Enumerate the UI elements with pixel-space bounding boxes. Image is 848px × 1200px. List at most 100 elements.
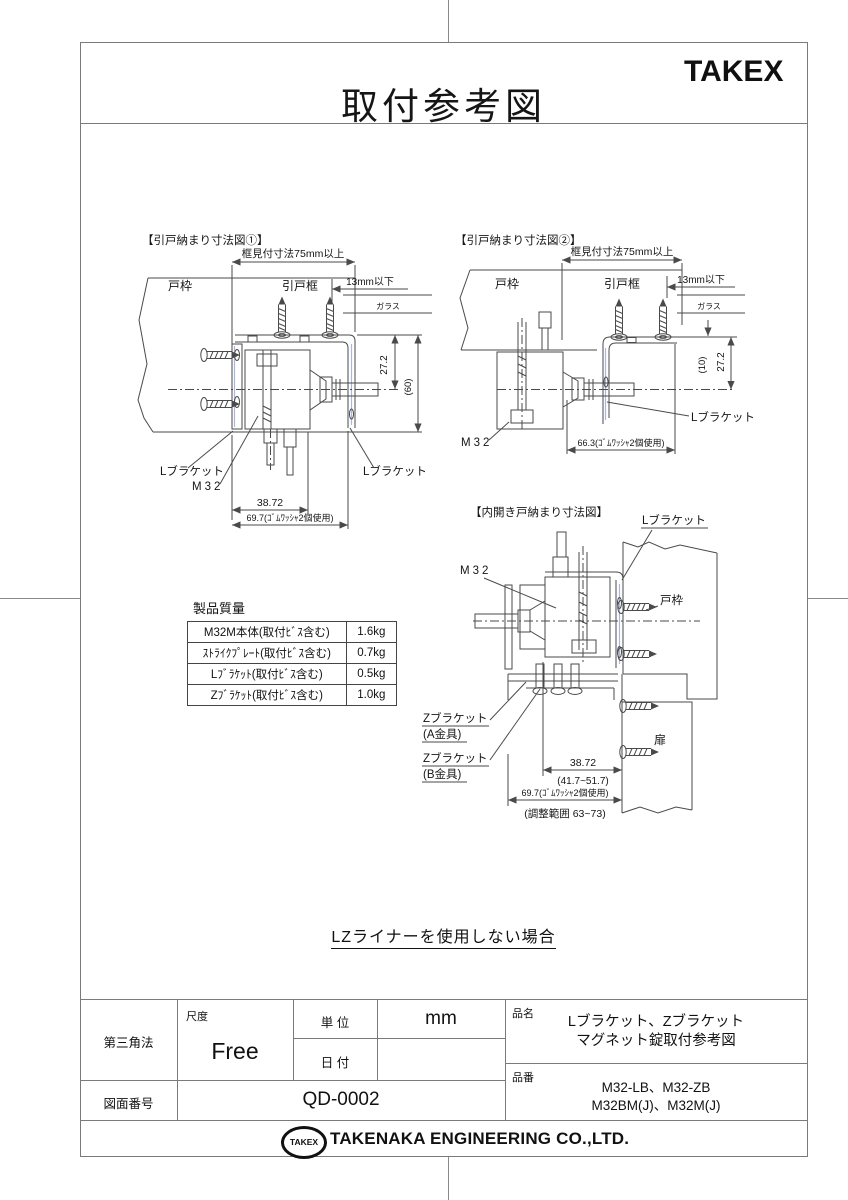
drawing-number-label: 図面番号 [103, 1097, 154, 1111]
screw-icon [321, 296, 339, 339]
l-bracket-label: Lブラケット [642, 513, 706, 527]
screw-icon [617, 600, 658, 614]
takex-oval-logo: TAKEX [281, 1126, 327, 1159]
dim-frame-width-label: 框見付寸法75mm以上 [242, 247, 345, 260]
dim-3872: 38.72 [231, 432, 309, 520]
product-name-line1: Lブラケット、Zブラケット [567, 1014, 745, 1030]
dim-10: (10) [677, 320, 737, 373]
dim-adjust-label: (調整範囲 63~73) [524, 807, 605, 820]
svg-text:Zブラケット: Zブラケット [423, 751, 488, 765]
doorframe-label: 戸枠 [660, 593, 683, 607]
dim-60: (60) [350, 335, 422, 433]
l-bracket-left-drawing [231, 343, 243, 430]
weight-item-cell: M32M本体(取付ﾋﾞｽ含む) [187, 621, 347, 643]
weight-table-title: 製品質量 [193, 601, 246, 616]
door-frame-outline [137, 277, 356, 433]
usage-note: LZライナーを使用しない場合 [80, 923, 807, 949]
title-block-line [80, 999, 807, 1000]
part-number-line2: M32BM(J)、M32M(J) [591, 1098, 721, 1113]
screw-icon [654, 298, 672, 341]
z-bracket-b-label: Zブラケット (B金具) [422, 688, 541, 783]
dim-272: 27.2 [357, 334, 422, 389]
dim-697: 69.7(ｺﾞﾑﾜｯｼｬ2個使用) [232, 431, 349, 529]
diagram-sliding-door-1: 【引戸納まり寸法図①】 框見付寸法75mm以上 戸枠 引戸框 13mm以下 ガ [137, 233, 432, 529]
dim-697: 69.7(ｺﾞﾑﾜｯｼｬ2個使用) (調整範囲 63~73) [507, 754, 622, 820]
diagram1-title: 【引戸納まり寸法図①】 [142, 233, 269, 247]
z-bracket-a-label: Zブラケット (A金具) [422, 681, 527, 743]
dim-10-label: (10) [697, 357, 708, 374]
z-bracket-drawing [507, 663, 618, 700]
dim-663-label: 66.3(ｺﾞﾑﾜｯｼｬ2個使用) [577, 437, 664, 448]
svg-text:(B金具): (B金具) [423, 767, 461, 781]
dim-frame-width: 框見付寸法75mm以上 [561, 245, 683, 340]
date-label: 日 付 [320, 1056, 350, 1070]
dim-3872-range-label: (41.7~51.7) [557, 776, 608, 787]
m32-body-drawing [244, 349, 379, 476]
title-block-line [293, 1038, 505, 1039]
glass-lines [677, 294, 745, 314]
title-block-line [505, 1063, 807, 1064]
product-name-line2: マグネット錠取付参考図 [576, 1033, 736, 1049]
dim-60-label: (60) [403, 379, 414, 396]
page-title: 取付参考図 [341, 86, 546, 127]
table-row: Lﾌﾞﾗｹｯﾄ(取付ﾋﾞｽ含む) 0.5kg [187, 663, 398, 685]
weight-value-cell: 0.7kg [345, 642, 398, 664]
dim-272: 27.2 [716, 337, 735, 390]
door-label: 扉 [654, 733, 666, 747]
dim-3872: 38.72 (41.7~51.7) [542, 662, 622, 787]
dim-663: 66.3(ｺﾞﾑﾜｯｼｬ2個使用) [566, 344, 676, 454]
glass-label: ガラス [697, 301, 721, 311]
l-bracket-drawing [602, 336, 677, 424]
dim-gap: 13mm以下 [331, 277, 408, 304]
doorframe-label: 戸枠 [495, 277, 519, 291]
sheet-border [80, 42, 808, 1157]
diagram-sliding-door-2: 【引戸納まり寸法図②】 框見付寸法75mm以上 戸枠 引戸框 13mm以下 ガラ… [455, 233, 755, 454]
l-bracket-left-label: Lブラケット [160, 464, 224, 478]
dim-frame-width-label: 框見付寸法75mm以上 [571, 245, 674, 258]
part-number-label: 品番 [512, 1072, 534, 1084]
weight-value-cell: 1.6kg [345, 621, 398, 643]
title-block-line [377, 999, 378, 1080]
dim-gap-label: 13mm以下 [346, 277, 394, 288]
scale-label: 尺度 [186, 1011, 208, 1023]
diagram2-title: 【引戸納まり寸法図②】 [455, 233, 582, 247]
title-block-line [505, 999, 506, 1120]
m32-body-drawing [474, 531, 611, 670]
dim-697-label: 69.7(ｺﾞﾑﾜｯｼｬ2個使用) [246, 512, 333, 523]
weight-value-cell: 0.5kg [345, 663, 398, 685]
doorframe-label: 戸枠 [168, 279, 192, 293]
svg-text:(A金具): (A金具) [423, 727, 461, 741]
dim-gap: 13mm以下 [666, 275, 735, 298]
dim-272-label: 27.2 [716, 352, 727, 372]
weight-table: 製品質量 M32M本体(取付ﾋﾞｽ含む) 1.6kg ｽﾄﾗｲｸﾌﾟﾚｰﾄ(取付… [187, 598, 399, 706]
title-block-line [293, 999, 294, 1080]
center-mark-right [808, 598, 848, 599]
diagram-inward-door: 【内開き戸納まり寸法図】 Lブラケット M32 [422, 505, 718, 820]
product-name-label: 品名 [512, 1008, 534, 1020]
center-mark-top [448, 0, 449, 42]
weight-value-cell: 1.0kg [345, 684, 398, 706]
stile-label: 引戸框 [604, 277, 640, 291]
glass-lines [343, 294, 432, 314]
weight-item-cell: Zﾌﾞﾗｹｯﾄ(取付ﾋﾞｽ含む) [187, 684, 347, 706]
m32-label: M32 [460, 565, 491, 577]
dim-272-label: 27.2 [379, 355, 390, 375]
header-divider [81, 123, 807, 124]
m32-label: M32 [461, 437, 492, 449]
projection-label: 第三角法 [103, 1036, 154, 1050]
unit-label: 単 位 [320, 1016, 350, 1030]
weight-item-cell: Lﾌﾞﾗｹｯﾄ(取付ﾋﾞｽ含む) [187, 663, 347, 685]
dim-gap-label: 13mm以下 [677, 275, 725, 286]
svg-text:Zブラケット: Zブラケット [423, 711, 488, 725]
m32-label: M32 [192, 481, 223, 493]
screw-icon [610, 298, 628, 341]
part-number-line1: M32-LB、M32-ZB [601, 1080, 711, 1095]
takex-logo: TAKEX [684, 55, 784, 88]
title-block-line [80, 1120, 807, 1121]
screw-icon [617, 647, 658, 661]
table-row: M32M本体(取付ﾋﾞｽ含む) 1.6kg [187, 621, 398, 643]
dim-697-label: 69.7(ｺﾞﾑﾜｯｼｬ2個使用) [521, 787, 608, 798]
dim-3872-label: 38.72 [257, 497, 283, 509]
glass-label: ガラス [376, 301, 400, 311]
